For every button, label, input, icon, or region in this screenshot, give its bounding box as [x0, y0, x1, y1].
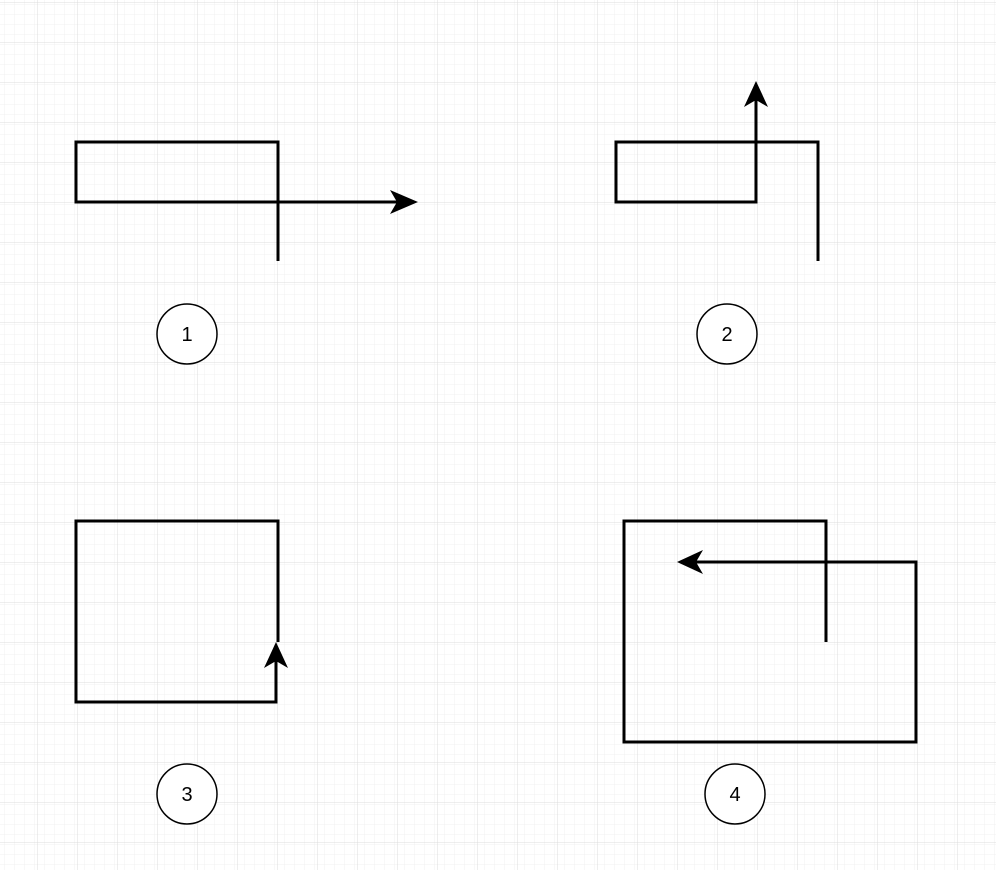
figure-3-number: 3 [181, 784, 192, 806]
arrowhead-icon [390, 190, 418, 214]
figure-2-label: 2 [696, 303, 758, 365]
figure-3-label: 3 [156, 763, 218, 825]
figure-4: 4 [622, 519, 918, 825]
figure-1: 1 [74, 140, 418, 365]
figure-3: 3 [74, 519, 288, 825]
figure-3-path [74, 519, 280, 704]
figure-2-number: 2 [721, 324, 732, 346]
figure-1-number: 1 [181, 324, 192, 346]
figure-4-number: 4 [729, 784, 740, 806]
arrowhead-icon [264, 642, 288, 668]
arrowhead-icon [744, 81, 768, 107]
figure-4-label: 4 [704, 763, 766, 825]
figure-4-path [622, 519, 918, 744]
figure-1-path [74, 140, 398, 261]
figure-2-path [614, 100, 820, 261]
arrowhead-icon [677, 550, 703, 574]
figure-1-label: 1 [156, 303, 218, 365]
figure-2: 2 [614, 81, 820, 365]
